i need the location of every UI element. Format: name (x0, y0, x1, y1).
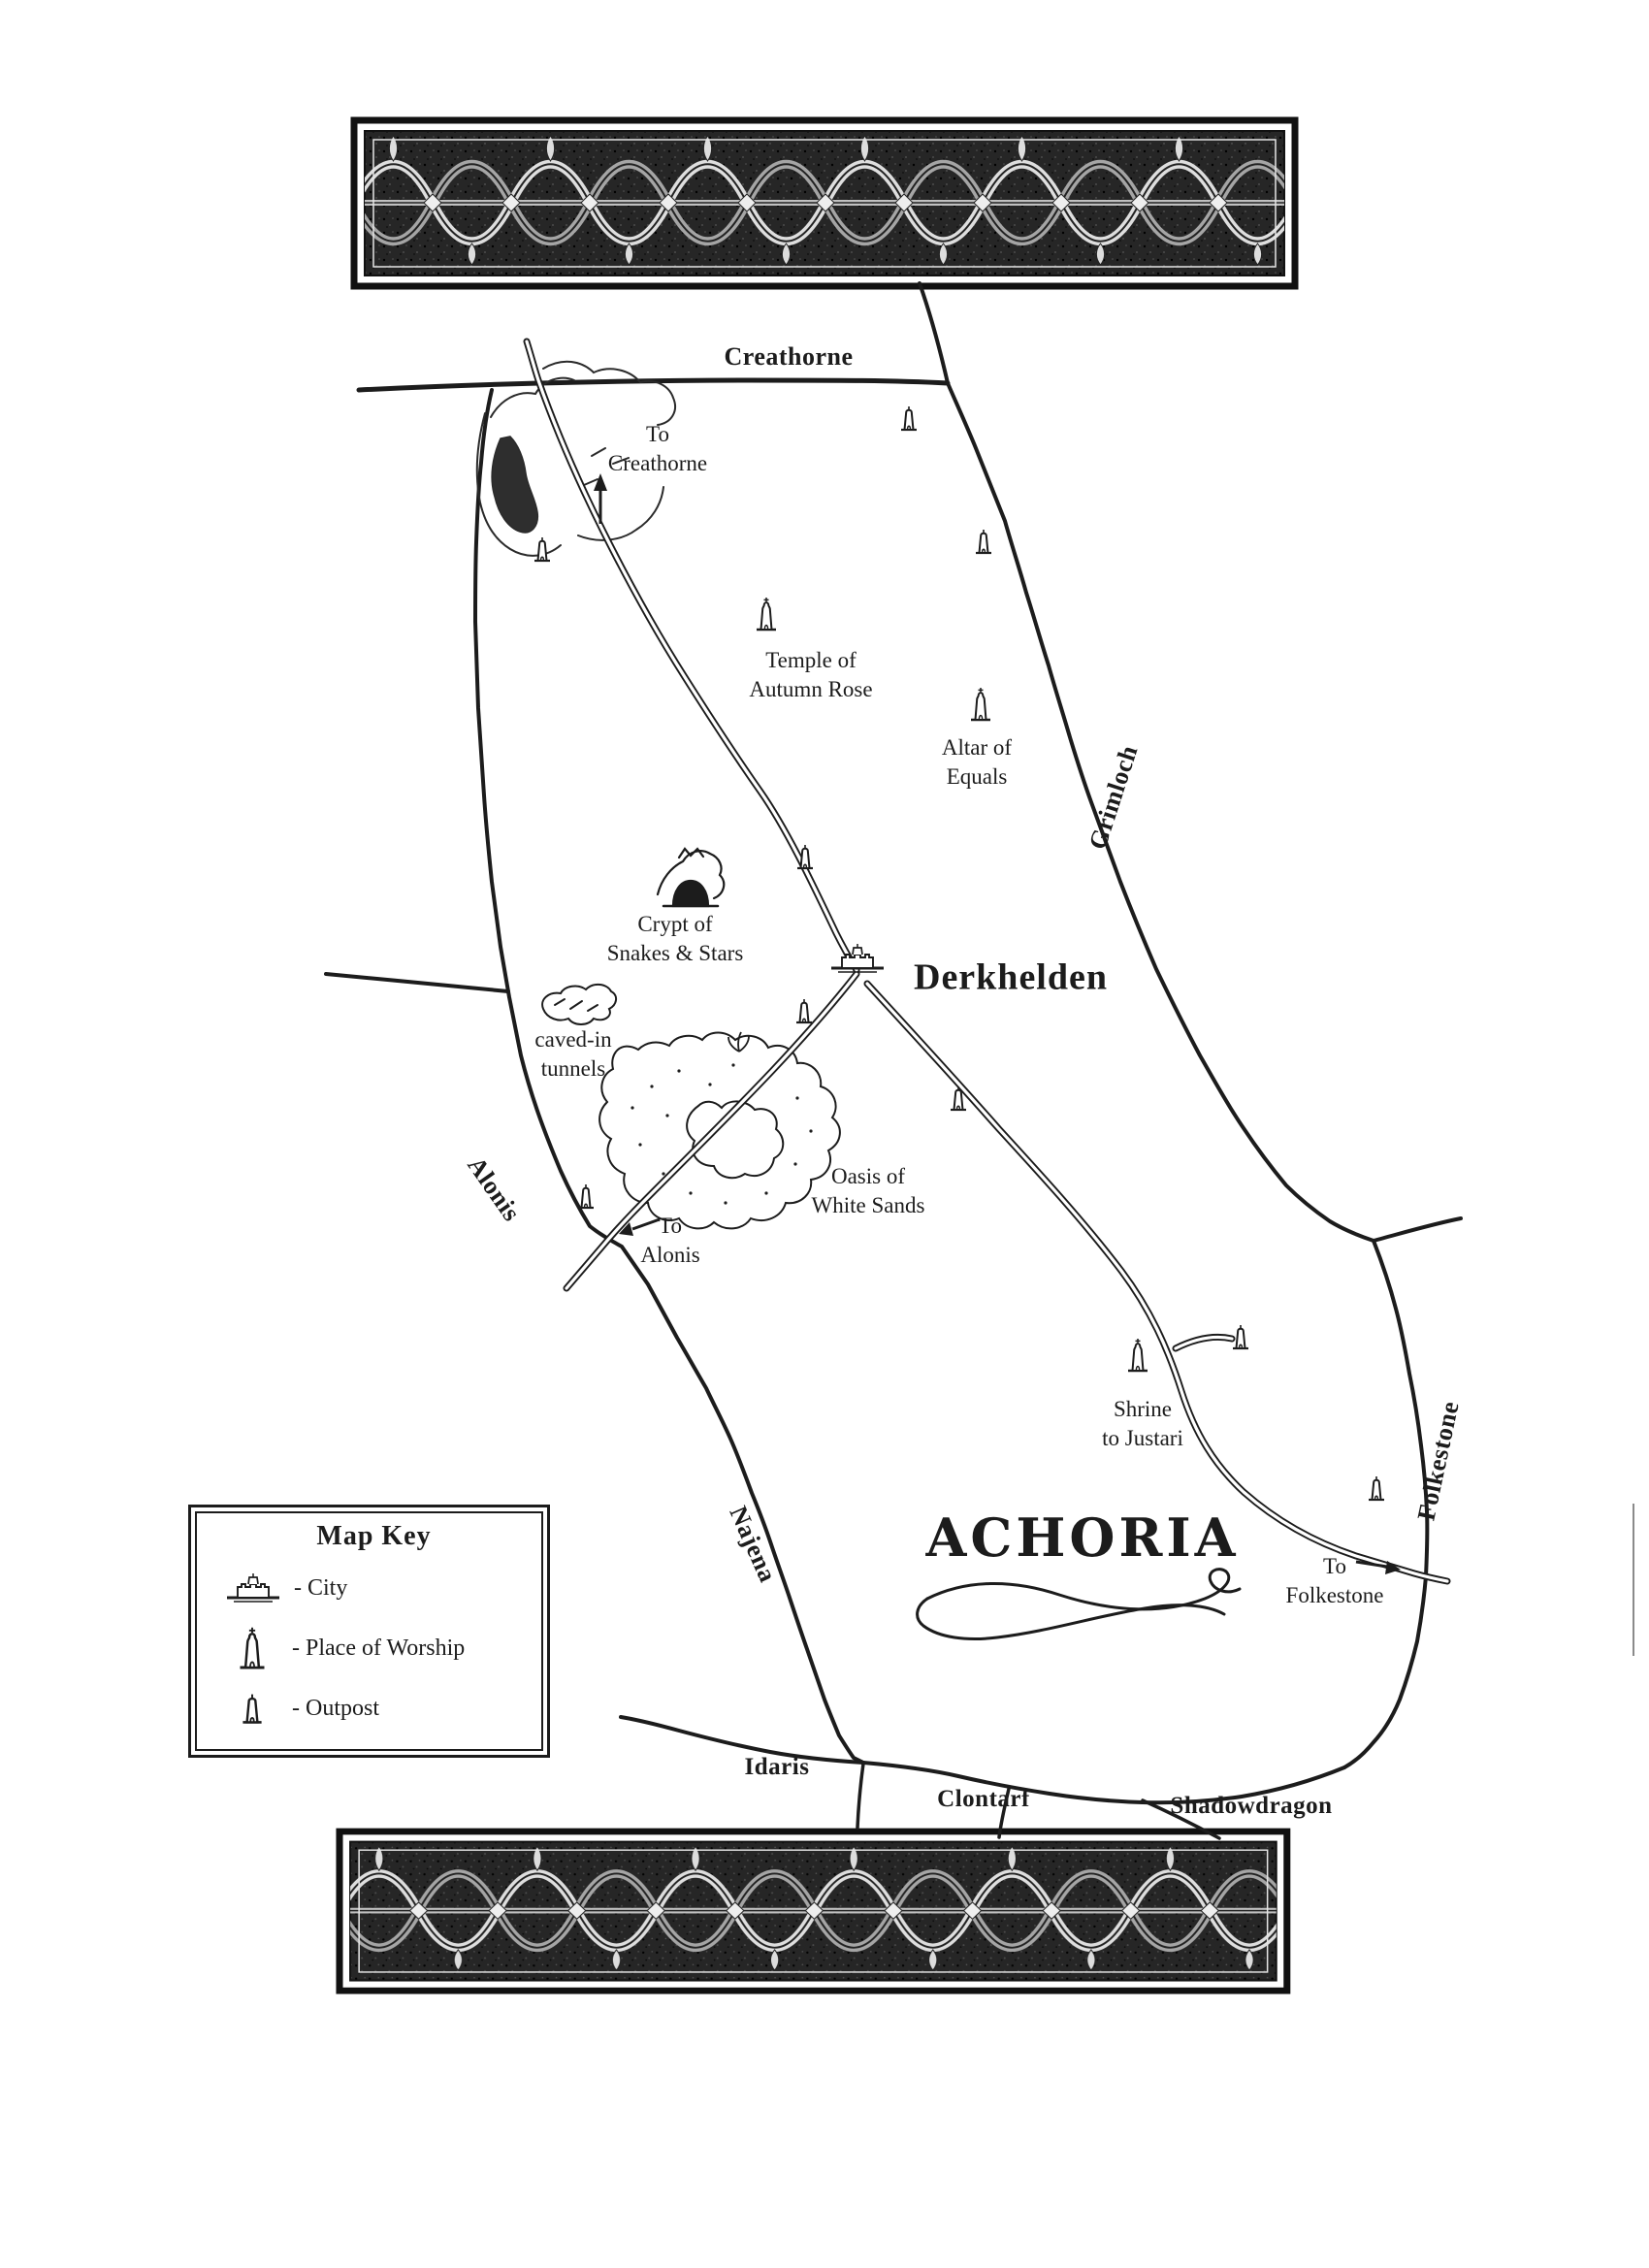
crypt-drawing (656, 847, 726, 908)
route-label-to-creathorne: To Creathorne (607, 422, 708, 475)
key-item-city-label: - City (294, 1574, 348, 1601)
outpost-icon (1231, 1323, 1250, 1350)
key-item-outpost: - Outpost (222, 1678, 526, 1738)
place-of-worship-icon (755, 596, 778, 632)
arrow-to-alonis (619, 1217, 661, 1236)
outpost-icon (242, 1693, 263, 1724)
region-label-creathorne: Creathorne (724, 342, 854, 372)
poi-label-caved-in-tunnels: caved-in tunnels (534, 1027, 612, 1081)
key-item-place-of-worship: - Place of Worship (222, 1618, 526, 1678)
route-label-to-folkestone: To Folkestone (1285, 1554, 1384, 1607)
poi-label-temple-of-autumn-rose: Temple of Autumn Rose (749, 648, 873, 701)
celtic-knot-banner-bottom (340, 1831, 1287, 1991)
map-key-title: Map Key (316, 1521, 432, 1551)
outpost-icon (794, 997, 814, 1024)
key-item-outpost-label: - Outpost (292, 1695, 379, 1721)
arrow-to-creathorne (594, 473, 607, 524)
title-flourish (916, 1568, 1242, 1640)
poi-label-shrine-to-justari: Shrine to Justari (1102, 1397, 1183, 1450)
celtic-knot-banner-top (354, 120, 1295, 286)
arrow-to-folkestone (1355, 1560, 1401, 1574)
marsh-terrain (475, 360, 676, 557)
place-of-worship-icon (969, 686, 992, 722)
outpost-icon (899, 405, 919, 432)
map-key: Map Key - City - Place of Worship - Outp… (188, 1505, 550, 1758)
route-arrows (594, 473, 1401, 1574)
place-of-worship-icon (239, 1626, 266, 1669)
oasis-stipple (630, 1063, 813, 1205)
poi-label-altar-of-equals: Altar of Equals (941, 735, 1013, 789)
caved-in-tunnels-drawing (541, 984, 617, 1025)
map-key-inner-border: Map Key - City - Place of Worship - Outp… (195, 1511, 543, 1751)
region-label-clontarf: Clontarf (937, 1785, 1030, 1812)
city-icon (225, 1571, 281, 1604)
place-of-worship-icon (1126, 1337, 1149, 1373)
region-label-idaris: Idaris (744, 1753, 810, 1780)
oasis-outline (598, 1031, 841, 1230)
road-derkhelden-folkestone (863, 980, 1451, 1585)
outpost-icon (533, 535, 552, 563)
map-title: ACHORIA (925, 1506, 1240, 1569)
region-label-shadowdragon: Shadowdragon (1170, 1792, 1333, 1819)
key-item-place-of-worship-label: - Place of Worship (292, 1635, 466, 1661)
poi-label-crypt-of-snakes-and-stars: Crypt of Snakes & Stars (606, 912, 744, 965)
city-icon (829, 942, 886, 974)
city-label-derkhelden: Derkhelden (914, 956, 1108, 998)
territory-borders (324, 281, 1463, 1840)
poi-label-oasis-of-white-sands: Oasis of White Sands (811, 1164, 925, 1217)
outpost-icon (974, 528, 993, 555)
outpost-icon (1367, 1474, 1386, 1502)
outpost-icon (576, 1183, 596, 1210)
roads (523, 338, 1451, 1585)
key-item-city: - City (222, 1558, 526, 1618)
route-label-to-alonis: To Alonis (640, 1214, 700, 1267)
